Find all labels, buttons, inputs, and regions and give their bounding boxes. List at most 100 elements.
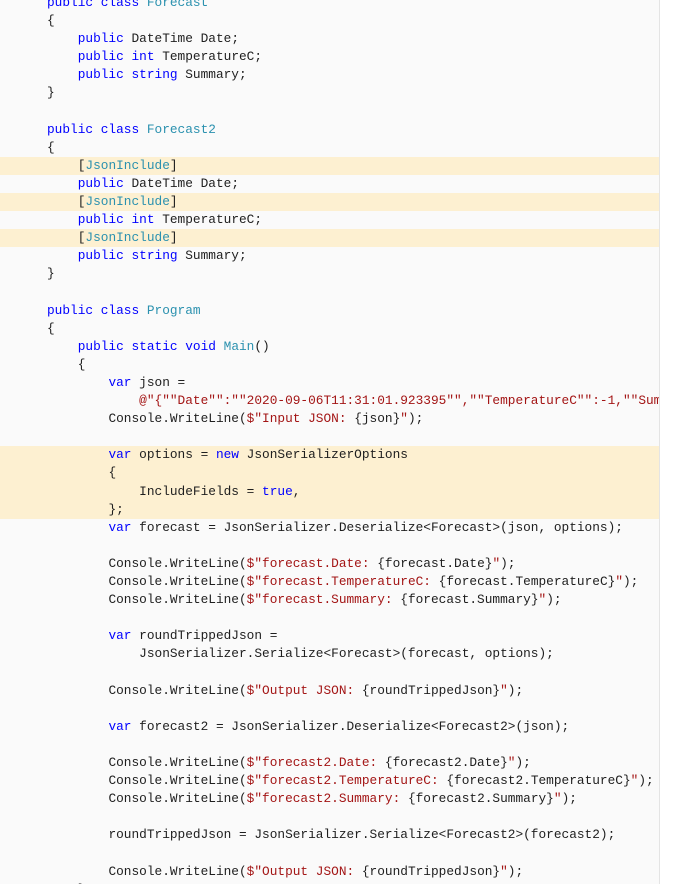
code-token: Console.WriteLine( [108, 791, 247, 807]
code-line [0, 609, 659, 627]
code-token: ); [500, 555, 516, 571]
code-line: } [0, 84, 659, 102]
code-token: Summary; [185, 248, 247, 264]
code-line: public DateTime Date; [0, 30, 659, 48]
code-line: public class Forecast [0, 0, 659, 12]
code-token: { [47, 13, 55, 29]
code-token: Console.WriteLine( [108, 574, 247, 589]
code-token: ] [169, 230, 178, 246]
code-line [0, 428, 659, 446]
code-token: {roundTrippedJson} [361, 682, 501, 698]
string-token: " [538, 592, 547, 608]
string-token: " [553, 791, 562, 807]
keyword-token: var [108, 447, 140, 463]
code-line: Console.WriteLine($"forecast2.Temperatur… [0, 772, 659, 790]
keyword-token: public [77, 31, 132, 47]
code-token: JsonSerializerOptions [246, 447, 408, 463]
code-line: Console.WriteLine($"forecast.Date: {fore… [0, 555, 659, 573]
code-line: Console.WriteLine($"forecast2.Summary: {… [0, 790, 659, 808]
code-token: { [47, 139, 55, 155]
type-token: JsonInclude [85, 230, 170, 246]
code-line-highlighted: [JsonInclude] [0, 156, 659, 175]
code-line: { [0, 12, 659, 30]
code-line: public class Program [0, 302, 659, 320]
keyword-token: public string [77, 67, 186, 83]
code-token: {json} [354, 411, 401, 427]
code-line: public string Summary; [0, 66, 659, 84]
code-token: IncludeFields = [139, 483, 263, 499]
string-token: $"forecast.TemperatureC: [246, 574, 439, 589]
code-line: var json = [0, 374, 659, 392]
code-token: Console.WriteLine( [108, 682, 247, 698]
string-token: " [400, 411, 408, 427]
code-line: } [0, 881, 659, 884]
code-line: public int TemperatureC; [0, 211, 659, 229]
code-line [0, 844, 659, 862]
code-line: } [0, 265, 659, 283]
keyword-token: var [108, 519, 140, 535]
code-token: {forecast.Summary} [400, 592, 539, 608]
keyword-token: public string [77, 248, 186, 264]
code-token: ); [623, 574, 639, 589]
code-line [0, 284, 659, 302]
code-token: {forecast2.Date} [384, 754, 508, 770]
string-token: $"forecast.Date: [246, 555, 378, 571]
keyword-token: var [108, 628, 140, 644]
code-token: ); [546, 592, 562, 608]
code-line: Console.WriteLine($"Output JSON: {roundT… [0, 863, 659, 881]
code-line: { [0, 320, 659, 338]
code-line: var forecast2 = JsonSerializer.Deseriali… [0, 718, 659, 736]
code-token: } [78, 882, 86, 884]
code-token: {forecast2.TemperatureC} [446, 773, 631, 789]
string-token: " [500, 863, 508, 879]
keyword-token: new [215, 447, 247, 463]
code-token: ); [507, 863, 524, 879]
type-token: JsonInclude [85, 157, 170, 173]
string-token: $"Output JSON: [246, 682, 362, 698]
type-token: Forecast2 [146, 121, 216, 137]
code-line: Console.WriteLine($"Input JSON: {json}")… [0, 410, 659, 428]
code-token: () [254, 338, 270, 354]
code-token: [ [77, 194, 86, 210]
code-line: public DateTime Date; [0, 175, 659, 193]
code-line: @"{""Date"":""2020-09-06T11:31:01.923395… [0, 392, 659, 410]
code-line: var roundTrippedJson = [0, 627, 659, 645]
code-token: [ [77, 157, 86, 173]
code-token: }; [108, 501, 124, 517]
code-line: Console.WriteLine($"forecast2.Date: {for… [0, 754, 659, 772]
code-token: {forecast.TemperatureC} [438, 574, 616, 589]
string-token: " [615, 574, 623, 589]
code-token: {forecast2.Summary} [407, 791, 554, 807]
keyword-token: public class [47, 121, 147, 137]
code-viewer[interactable]: public class Forecast{ public DateTime D… [0, 0, 660, 884]
code-token: ] [169, 157, 178, 173]
keyword-token: var [108, 718, 140, 734]
code-token: roundTrippedJson = JsonSerializer.Serial… [108, 827, 616, 843]
keyword-token: public class [47, 0, 147, 10]
code-line: public int TemperatureC; [0, 48, 659, 66]
code-token: Console.WriteLine( [108, 592, 247, 608]
keyword-token: public static void [77, 338, 224, 354]
string-token: $"forecast2.Summary: [246, 791, 408, 807]
type-token: Main [223, 338, 255, 354]
string-token: " [507, 754, 516, 770]
code-line: Console.WriteLine($"forecast.Temperature… [0, 573, 659, 591]
string-token: @"{""Date"":""2020-09-06T11:31:01.923395… [139, 393, 660, 409]
string-token: $"Input JSON: [246, 411, 355, 427]
code-token: } [47, 85, 55, 101]
type-token: JsonInclude [85, 194, 170, 210]
code-token: { [47, 320, 55, 336]
code-line: public string Summary; [0, 247, 659, 265]
keyword-token: public int [77, 212, 163, 228]
code-line [0, 537, 659, 555]
code-token: ); [407, 411, 424, 427]
code-token: ] [169, 194, 178, 210]
code-token: TemperatureC; [162, 49, 263, 65]
code-line: public static void Main() [0, 338, 659, 356]
code-line: Console.WriteLine($"Output JSON: {roundT… [0, 682, 659, 700]
code-line: Console.WriteLine($"forecast.Summary: {f… [0, 591, 659, 609]
code-line-highlighted: [JsonInclude] [0, 229, 659, 248]
code-token: ); [515, 754, 531, 770]
code-token: forecast = JsonSerializer.Deserialize<Fo… [139, 519, 623, 535]
code-token: Console.WriteLine( [108, 411, 247, 427]
